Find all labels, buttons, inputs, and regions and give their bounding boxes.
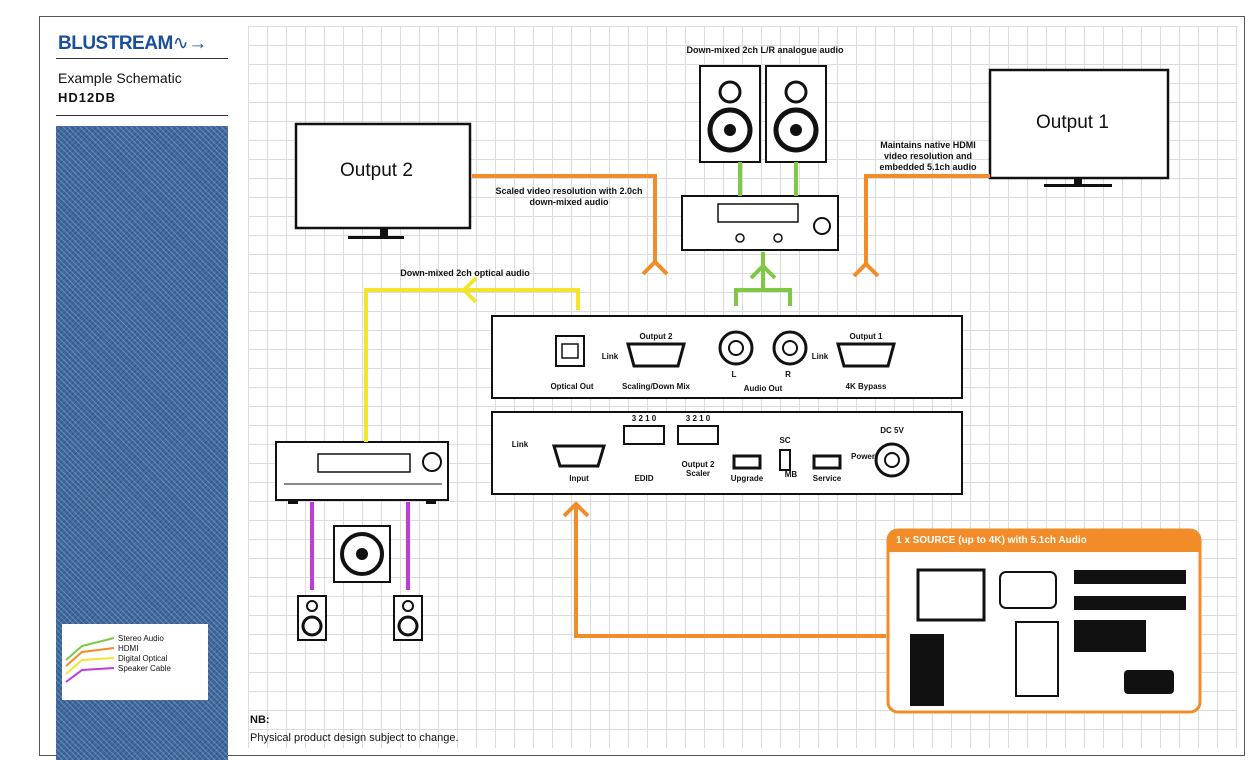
dc-label: DC 5V: [880, 426, 904, 435]
optical-out-label: Optical Out: [550, 382, 594, 391]
output1-sub-label: 4K Bypass: [845, 382, 887, 391]
upgrade-label: Upgrade: [730, 474, 764, 483]
media-player-icon: [1074, 570, 1186, 584]
service-label: Service: [812, 474, 842, 483]
link-label: Link: [511, 440, 529, 449]
cables: [310, 162, 990, 638]
streaming-box-icon: [999, 571, 1057, 609]
brand-logo: BLUSTREAM∿→: [58, 33, 207, 54]
usb-service-port: [812, 454, 842, 470]
model-name: HD12DB: [58, 90, 117, 105]
edid-dip-numbers: 3 2 1 0: [631, 414, 657, 423]
rca-port-left: [718, 330, 754, 366]
audio-cable-rca: [734, 288, 792, 306]
note-text: Physical product design subject to chang…: [250, 732, 459, 744]
surround-speakers: [297, 525, 423, 641]
caption-output2: Scaled video resolution with 2.0ch down-…: [495, 186, 643, 207]
output2-tv: [294, 122, 472, 239]
source-title: 1 x SOURCE (up to 4K) with 5.1ch Audio: [896, 535, 1087, 546]
av-receiver: [275, 441, 449, 504]
stereo-speakers: [699, 65, 827, 163]
legend-swatch-hdmi: [65, 647, 115, 667]
output1-tv: [988, 68, 1170, 187]
cctv-camera-icon: [1124, 670, 1174, 694]
audio-l-label: L: [731, 370, 737, 379]
audio-r-label: R: [785, 370, 791, 379]
cable-legend: Stereo Audio HDMI Digital Optical Speake…: [62, 624, 208, 700]
optical-cable: [364, 288, 580, 442]
usb-upgrade-port: [732, 454, 762, 470]
scaler-dip-numbers: 3 2 1 0: [685, 414, 711, 423]
caption-analogue-audio: Down-mixed 2ch L/R analogue audio: [686, 45, 844, 55]
device-bottom-panel: [491, 411, 963, 495]
link-label: Link: [601, 352, 619, 361]
legend-label: Stereo Audio: [118, 634, 164, 643]
hdmi-port-input: [551, 444, 607, 468]
pc-monitor-icon: [916, 568, 986, 622]
output1-heading: Output 1: [849, 332, 883, 341]
divider: [56, 58, 228, 59]
note-heading: NB:: [250, 714, 270, 726]
source-box: [886, 528, 1202, 714]
edid-dip-switch: [623, 425, 665, 445]
hdmi-port-output2: [626, 342, 686, 368]
output1-label: Output 1: [1036, 112, 1109, 133]
legend-swatch-optical: [65, 657, 115, 675]
set-top-box-icon: [1074, 620, 1146, 652]
rca-port-right: [772, 330, 808, 366]
legend-swatch-stereo-audio: [65, 637, 115, 661]
legend-swatches: [65, 637, 115, 683]
legend-label: HDMI: [118, 644, 139, 653]
hdmi-port-output1: [836, 342, 896, 368]
legend-label: Digital Optical: [118, 654, 168, 663]
caption-optical: Down-mixed 2ch optical audio: [400, 268, 530, 278]
power-label: Power: [850, 452, 875, 461]
caption-output1: Maintains native HDMI video resolution a…: [879, 140, 977, 172]
dc-power-jack: [874, 442, 910, 478]
page-frame: [39, 16, 1245, 756]
output2-heading: Output 2: [639, 332, 673, 341]
link-label: Link: [811, 352, 829, 361]
input-label: Input: [569, 474, 589, 483]
output2-label: Output 2: [340, 160, 413, 181]
hdmi-cable-output2: [472, 174, 657, 262]
legend-swatch-speaker: [65, 667, 115, 683]
output2-scaler-label: Output 2 Scaler: [681, 460, 715, 478]
sidebar: BLUSTREAM∿→ Example Schematic HD12DB Ste…: [50, 20, 230, 760]
legend-label: Speaker Cable: [118, 664, 171, 673]
xbox-console-icon: [1015, 621, 1059, 697]
bluray-player-icon: [1074, 596, 1186, 610]
output2-sub-label: Scaling/Down Mix: [621, 382, 690, 391]
switch-top-label: SC: [779, 436, 791, 445]
device-top-panel: [491, 315, 963, 399]
hdmi-cable-output1: [864, 174, 990, 264]
mode-switch: [779, 449, 791, 471]
switch-bottom-label: MB: [784, 470, 798, 479]
hdmi-cable-input: [574, 504, 886, 638]
game-console-icon: [910, 634, 944, 706]
scaler-dip-switch: [677, 425, 719, 445]
schematic-label: Example Schematic: [58, 70, 182, 86]
edid-label: EDID: [634, 474, 654, 483]
stereo-amplifier: [681, 195, 839, 251]
divider: [56, 115, 228, 116]
audio-out-label: Audio Out: [743, 384, 783, 393]
